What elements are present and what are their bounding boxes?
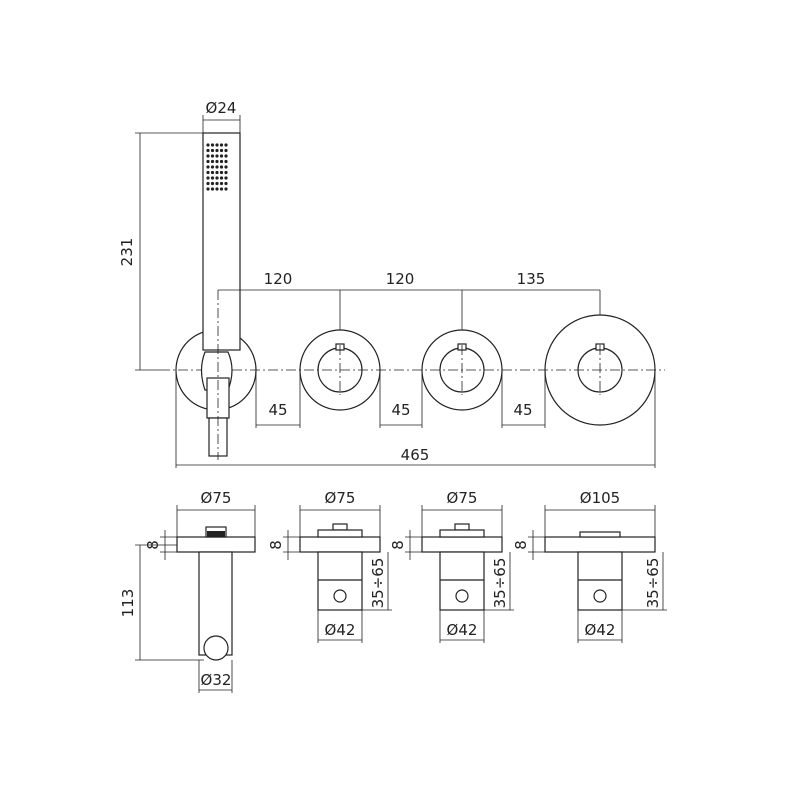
side-view-valve-3: Ø105 8 35÷65 Ø42 [512, 489, 667, 643]
nozzle-dot [219, 165, 224, 169]
dimension-lines [135, 115, 656, 468]
nozzle-dot [224, 159, 228, 164]
nozzle-dot [215, 181, 219, 186]
side-view-valve-1: Ø75 8 35÷65 Ø42 [267, 489, 392, 643]
dim-plate-diameter: Ø105 [580, 489, 620, 507]
nozzle-dot [219, 148, 224, 153]
dim-body-diameter: Ø42 [585, 621, 616, 639]
dim-gap-2: 45 [391, 401, 410, 419]
nozzle-dot [219, 170, 224, 175]
dim-plate-thickness: 8 [267, 540, 285, 550]
valve-body [577, 551, 623, 611]
nozzle-dot [215, 176, 219, 180]
nozzle-dot [219, 159, 224, 164]
dim-spacing-1: 120 [264, 270, 293, 288]
dim-spacing-3: 135 [517, 270, 546, 288]
nozzle-dot [210, 176, 215, 180]
plate [544, 536, 656, 553]
valve-hole [593, 589, 607, 603]
nozzle-dot [206, 176, 210, 180]
dim-plate-diameter: Ø75 [201, 489, 232, 507]
dim-body-diameter: Ø42 [447, 621, 478, 639]
outlet [203, 635, 229, 661]
side-view-outlet: Ø75 8 113 Ø32 [119, 489, 256, 693]
plate [176, 536, 256, 553]
nozzle-dot [206, 148, 210, 153]
valve-body [439, 551, 485, 611]
top-view: Ø24 231 120 120 135 45 45 45 465 [118, 99, 665, 468]
nozzle-dot [210, 181, 215, 186]
nozzle-dot [215, 154, 219, 158]
side-view-valve-2: Ø75 8 35÷65 Ø42 [389, 489, 514, 643]
nozzle-dot [224, 143, 228, 147]
nozzle-dot [210, 148, 215, 153]
nozzle-dot [219, 181, 224, 186]
thread-fill [207, 531, 225, 537]
nozzle-dot [224, 176, 228, 180]
dim-plate-thickness: 8 [389, 540, 407, 550]
dim-handshower-diameter: Ø24 [206, 99, 237, 117]
dim-body-depth: 35÷65 [644, 558, 662, 609]
nozzle-dot [206, 154, 210, 158]
nozzle-dot [215, 143, 219, 147]
nozzle-dot [219, 176, 224, 180]
dim-spacing-2: 120 [386, 270, 415, 288]
dim-total-width: 465 [401, 446, 430, 464]
nozzle-dot [206, 143, 210, 147]
nozzle-dot [219, 154, 224, 158]
nozzle-dot [224, 181, 228, 186]
nozzle-dot [206, 170, 210, 175]
nozzle-dot [224, 154, 228, 158]
nozzle-dot [215, 170, 219, 175]
valve-hole [455, 589, 469, 603]
nozzle-dot [224, 187, 228, 191]
nozzle-dot [206, 165, 210, 169]
dim-gap-1: 45 [268, 401, 287, 419]
nozzle-dot [206, 159, 210, 164]
nozzle-dot [210, 159, 215, 164]
dim-depth: 113 [119, 589, 137, 618]
nozzle-dot [224, 148, 228, 153]
nozzle-dot [215, 187, 219, 191]
dimension-lines [135, 505, 256, 693]
valve-body [317, 551, 363, 611]
nozzle-dot [210, 165, 215, 169]
nozzle-dot [215, 159, 219, 164]
nozzle-dot [206, 187, 210, 191]
nozzle-dot [219, 187, 224, 191]
valve-hole [333, 589, 347, 603]
handshower [202, 132, 241, 351]
nozzle-dot [215, 148, 219, 153]
nozzle-dot [210, 170, 215, 175]
dim-body-diameter: Ø42 [325, 621, 356, 639]
spray-nozzles [206, 143, 228, 191]
dim-plate-diameter: Ø75 [447, 489, 478, 507]
dim-body-depth: 35÷65 [369, 558, 387, 609]
dim-body-depth: 35÷65 [491, 558, 509, 609]
nozzle-dot [224, 165, 228, 169]
dim-plate-thickness: 8 [144, 540, 162, 550]
dim-plate-thickness: 8 [512, 540, 530, 550]
nozzle-dot [219, 143, 224, 147]
nozzle-dot [206, 181, 210, 186]
dim-handshower-height: 231 [118, 238, 136, 267]
nozzle-dot [210, 143, 215, 147]
dim-gap-3: 45 [513, 401, 532, 419]
nozzle-dot [215, 165, 219, 169]
nozzle-dot [210, 187, 215, 191]
dim-plate-diameter: Ø75 [325, 489, 356, 507]
nozzle-dot [210, 154, 215, 158]
plate [299, 536, 381, 553]
dim-outlet-diameter: Ø32 [201, 671, 232, 689]
nozzle-dot [224, 170, 228, 175]
plate [421, 536, 503, 553]
